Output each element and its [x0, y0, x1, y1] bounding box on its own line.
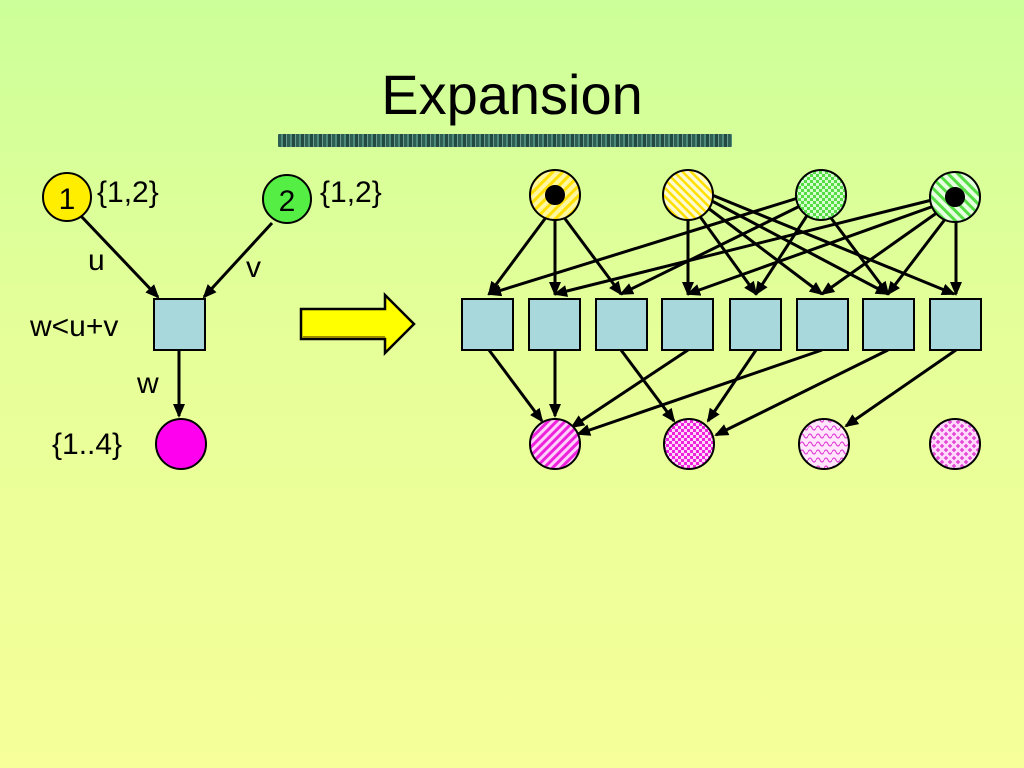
constraint-box: [796, 298, 849, 351]
constraint-box: [595, 298, 648, 351]
edge-w-label: w: [136, 367, 159, 400]
slide-title: Expansion: [381, 63, 643, 126]
edge: [619, 349, 676, 423]
edge: [826, 213, 890, 296]
node-1-domain: {1,2}: [97, 176, 159, 209]
selected-dot-icon: [545, 185, 565, 205]
result-domain: {1..4}: [52, 428, 122, 461]
left-graph: 1 {1,2} 2 {1,2} u v w<u+v w {1..4}: [29, 172, 382, 470]
constraint-boxes: [461, 298, 982, 351]
edge-v-arrow: [202, 221, 274, 299]
edge: [886, 217, 948, 296]
constraint-box: [153, 298, 206, 351]
result-node: [155, 418, 207, 470]
result-node-4: [929, 418, 981, 470]
constraint-box: [929, 298, 982, 351]
edge: [576, 348, 823, 436]
top-nodes: [529, 169, 981, 223]
edge: [754, 213, 810, 296]
top-node-green: [795, 169, 847, 221]
edge: [714, 348, 889, 437]
result-node-1: [529, 418, 581, 470]
bottom-nodes: [529, 418, 981, 470]
edge: [558, 211, 623, 296]
edge: [706, 349, 758, 423]
edge: [619, 204, 801, 296]
edge: [487, 196, 799, 297]
top-node-yellow: [662, 169, 714, 221]
expanded-graph: [487, 193, 962, 437]
edge: [686, 204, 935, 296]
edge: [487, 349, 544, 423]
node-2-domain: {1,2}: [320, 176, 382, 209]
selected-dot-icon: [945, 187, 965, 207]
constraint-box: [661, 298, 714, 351]
edge: [820, 210, 939, 296]
edge-v-label: v: [246, 251, 261, 284]
edge-u-label: u: [88, 244, 105, 277]
edge: [570, 348, 689, 429]
edge: [487, 211, 552, 296]
node-2-label: 2: [279, 185, 296, 218]
variable-node-2: [262, 174, 312, 224]
edge: [553, 198, 933, 297]
title-underline-bar: [278, 134, 732, 147]
variable-node-1: [42, 172, 92, 222]
edge: [709, 198, 890, 296]
result-node-2: [663, 418, 715, 470]
constraint-box: [528, 298, 581, 351]
edge: [844, 348, 957, 428]
expansion-arrow-icon: [299, 291, 416, 357]
result-node-3: [798, 418, 850, 470]
node-1-label: 1: [59, 183, 76, 216]
constraint-box: [862, 298, 915, 351]
constraint-box: [729, 298, 782, 351]
constraint-label: w<u+v: [29, 310, 118, 343]
edge-u-arrow: [78, 213, 160, 299]
constraint-box: [461, 298, 514, 351]
